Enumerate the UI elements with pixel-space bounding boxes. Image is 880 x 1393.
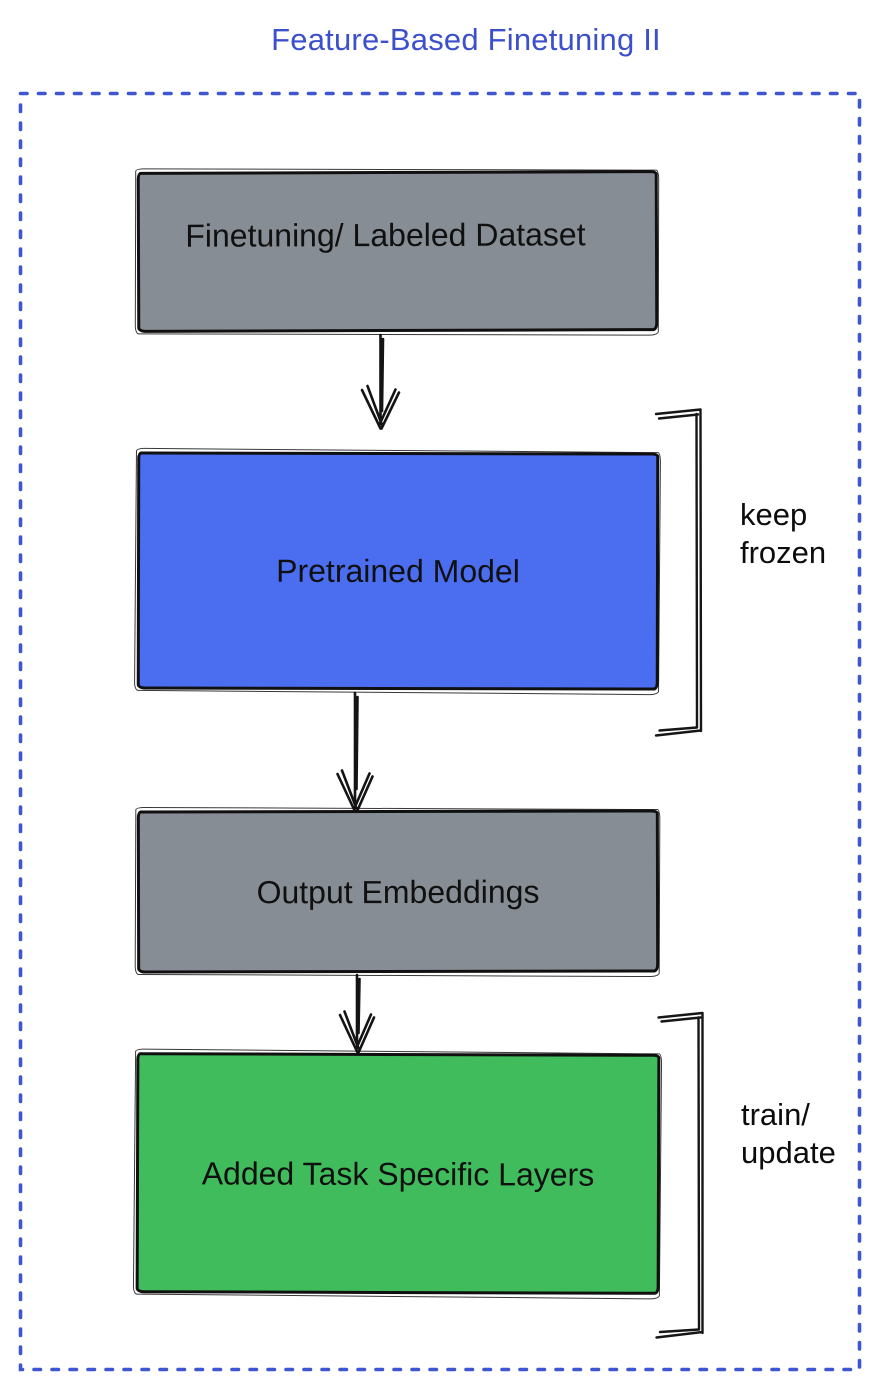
annotation-train-update-line2: update bbox=[741, 1135, 836, 1170]
arrow-dataset-to-pretrained bbox=[360, 333, 401, 430]
node-finetuning-dataset: Finetuning/ Labeled Dataset bbox=[136, 170, 659, 333]
page-title: Feature-Based Finetuning II bbox=[271, 22, 661, 57]
dotted-frame-border bbox=[18, 91, 862, 1372]
annotation-keep-frozen-line2: frozen bbox=[740, 535, 827, 570]
annotation-keep-frozen: keep frozen bbox=[740, 496, 826, 572]
annotation-train-update: train/ update bbox=[741, 1096, 836, 1172]
node-pretrained-model: Pretrained Model bbox=[136, 451, 660, 691]
bracket-train-update bbox=[655, 1011, 704, 1339]
node-output-embeddings-label: Output Embeddings bbox=[256, 873, 540, 910]
node-output-embeddings: Output Embeddings bbox=[136, 809, 660, 974]
annotation-keep-frozen-line1: keep bbox=[740, 497, 808, 532]
bracket-keep-frozen bbox=[654, 408, 703, 737]
arrow-pretrained-to-embeddings bbox=[336, 691, 374, 814]
node-finetuning-dataset-label: Finetuning/ Labeled Dataset bbox=[185, 216, 586, 254]
node-added-task-layers-label: Added Task Specific Layers bbox=[201, 1154, 595, 1193]
node-pretrained-model-label: Pretrained Model bbox=[276, 552, 520, 590]
node-added-task-layers: Added Task Specific Layers bbox=[135, 1052, 661, 1295]
arrow-embeddings-to-task-layers bbox=[338, 973, 376, 1054]
annotation-train-update-line1: train/ bbox=[741, 1097, 810, 1132]
